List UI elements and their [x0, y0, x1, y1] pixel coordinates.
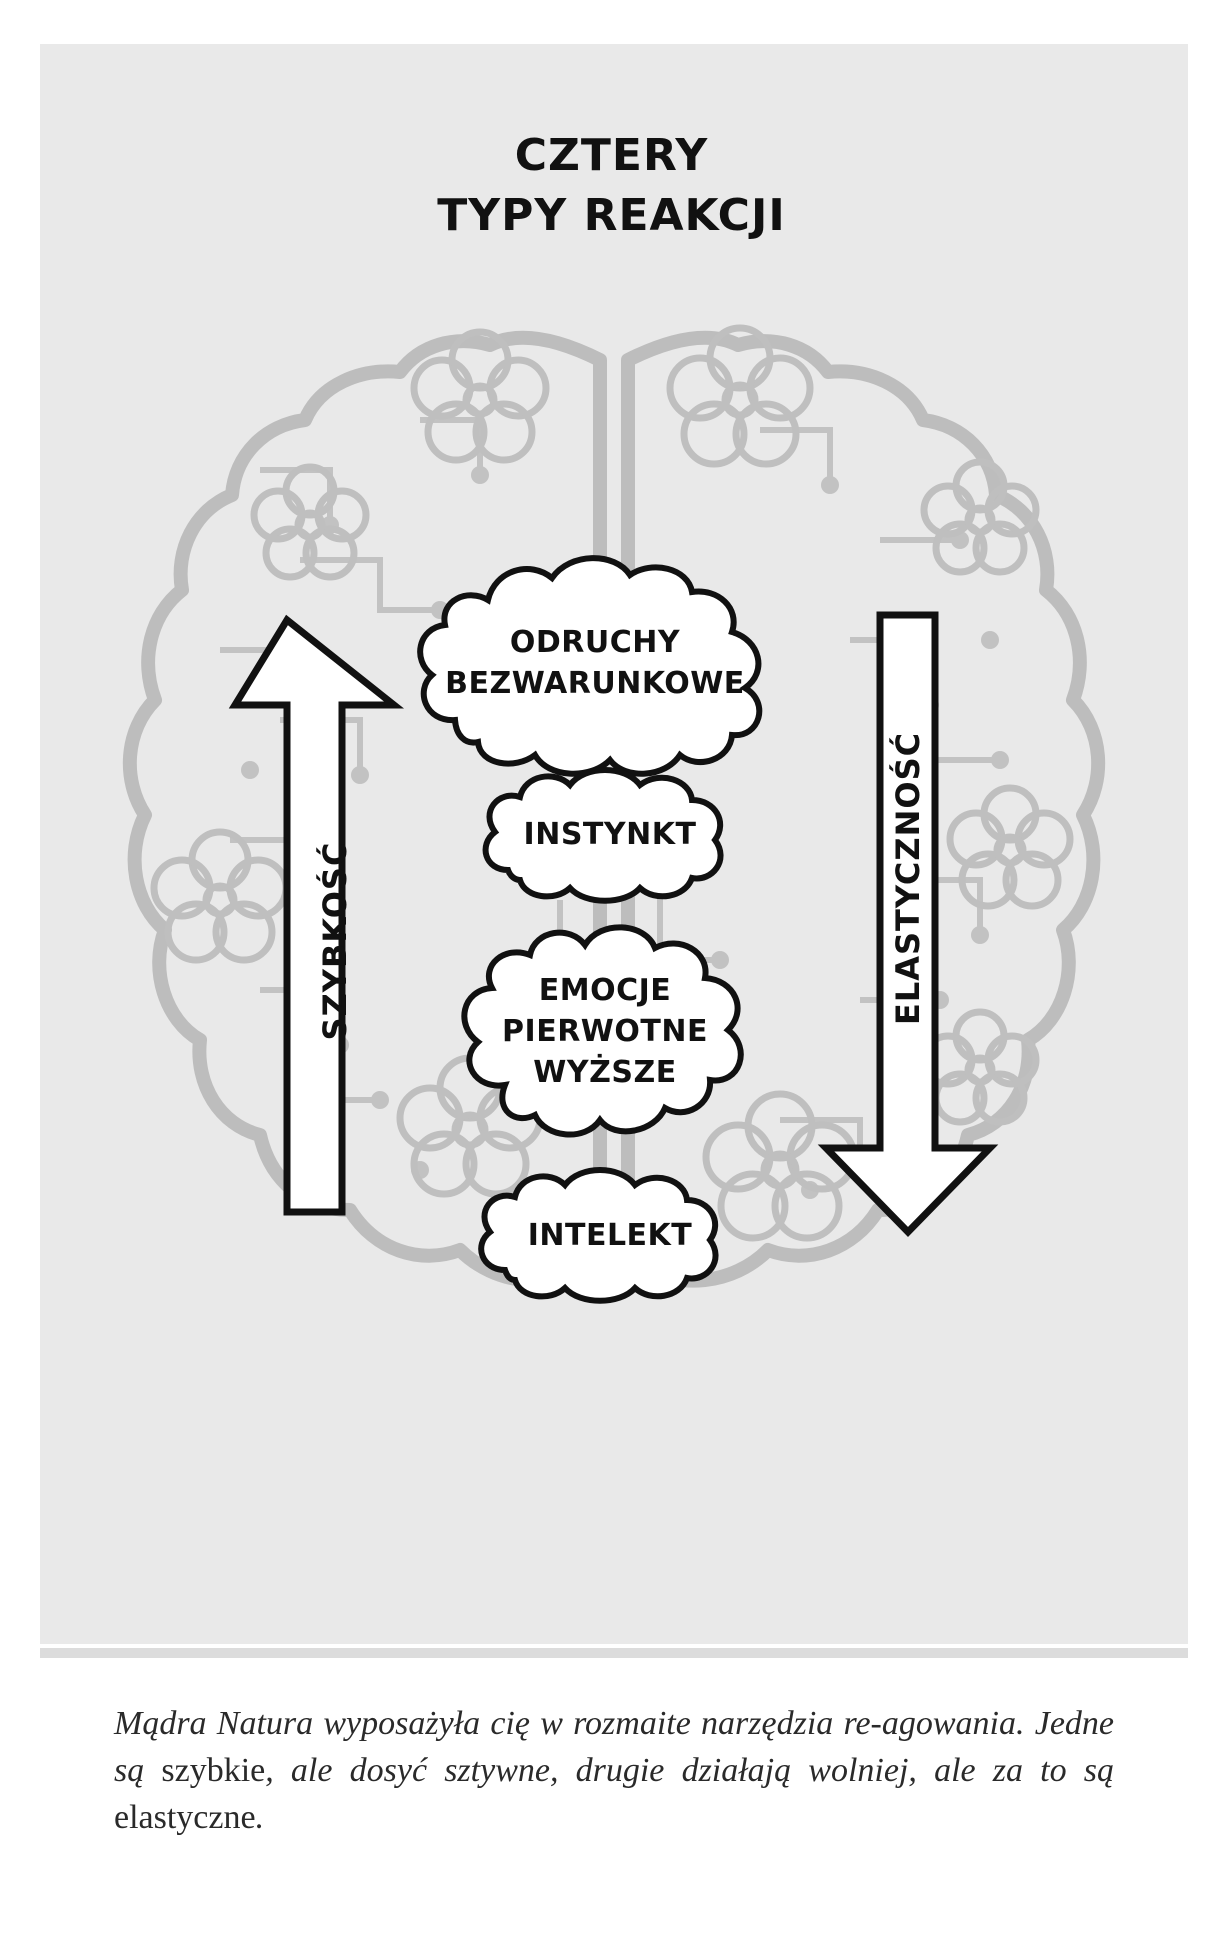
- cloud-text: INTELEKT: [527, 1218, 693, 1253]
- cloud-text: BEZWARUNKOWE: [445, 666, 745, 701]
- diagram-title: CZTERY TYPY REAKCJI: [0, 126, 1223, 246]
- caption-part: .: [255, 1799, 265, 1836]
- speed-label: SZYBKOŚĆ: [316, 841, 354, 1041]
- cloud-intelekt: [478, 1167, 719, 1304]
- cloud-text: WYŻSZE: [533, 1055, 677, 1090]
- cloud-label-odruchy: ODRUCHY BEZWARUNKOWE: [440, 622, 750, 704]
- cloud-label-instynkt: INSTYNKT: [490, 815, 730, 855]
- brain-right-hemisphere: [621, 330, 1106, 1288]
- caption-part: Mądra Natura wyposażyła cię w rozmaite n…: [114, 1705, 1114, 1789]
- flexibility-arrow: [817, 611, 999, 1238]
- cloud-label-intelekt: INTELEKT: [490, 1216, 730, 1256]
- caption-part: szybkie: [161, 1752, 266, 1789]
- title-line-1: CZTERY: [514, 130, 709, 181]
- flexibility-label: ELASTYCZNOŚĆ: [889, 731, 927, 1025]
- cloud-emocje: [461, 924, 744, 1138]
- cloud-text: EMOCJE: [538, 973, 672, 1008]
- cloud-text: ODRUCHY: [509, 625, 681, 660]
- cloud-text: PIERWOTNE: [502, 1014, 708, 1049]
- title-line-2: TYPY REAKCJI: [437, 190, 786, 241]
- cloud-label-emocje: EMOCJE PIERWOTNE WYŻSZE: [470, 970, 740, 1093]
- brain-left-hemisphere: [122, 330, 607, 1288]
- cloud-text: INSTYNKT: [523, 817, 697, 852]
- caption-part: elastyczne: [114, 1799, 256, 1836]
- panel-divider: [40, 1648, 1188, 1658]
- caption-text: Mądra Natura wyposażyła cię w rozmaite n…: [114, 1700, 1114, 1841]
- cloud-odruchy: [417, 555, 763, 777]
- speed-arrow: [228, 614, 405, 1216]
- caption-part: , ale dosyć sztywne, drugie działają wol…: [265, 1752, 1114, 1789]
- cloud-instynkt: [482, 767, 724, 904]
- brain-illustration: [122, 330, 1106, 1288]
- brain-flowers: [150, 324, 1074, 1242]
